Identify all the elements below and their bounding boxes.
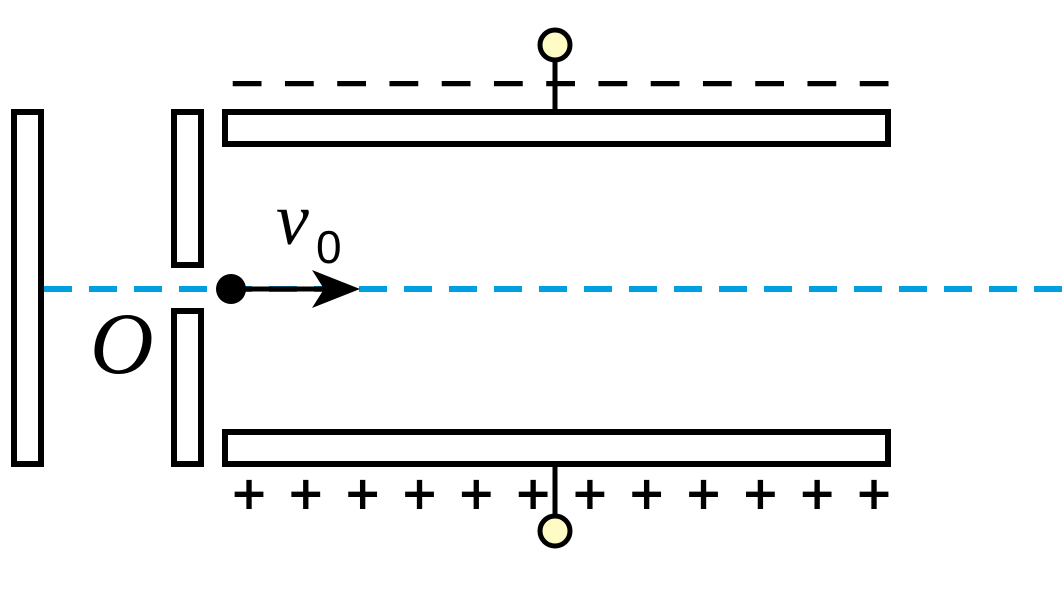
positive-charge-symbol: + bbox=[798, 466, 837, 520]
top-negative-charges: −−−−−−−−−−−−− bbox=[228, 55, 894, 109]
top-terminal-circle bbox=[537, 27, 573, 63]
bottom-capacitor-plate bbox=[222, 429, 891, 467]
negative-charge-symbol: − bbox=[280, 55, 319, 109]
positive-charge-symbol: + bbox=[287, 466, 326, 520]
negative-charge-symbol: − bbox=[385, 55, 424, 109]
top-capacitor-plate bbox=[222, 109, 891, 147]
negative-charge-symbol: − bbox=[750, 55, 789, 109]
negative-charge-symbol: − bbox=[541, 55, 580, 109]
positive-charge-symbol: + bbox=[230, 466, 269, 520]
negative-charge-symbol: − bbox=[698, 55, 737, 109]
bottom-terminal-circle bbox=[537, 513, 573, 549]
negative-charge-symbol: − bbox=[489, 55, 528, 109]
positive-charge-symbol: + bbox=[514, 466, 553, 520]
negative-charge-symbol: − bbox=[803, 55, 842, 109]
slit-lower-plate bbox=[171, 308, 204, 467]
positive-charge-symbol: + bbox=[571, 466, 610, 520]
negative-charge-symbol: − bbox=[228, 55, 267, 109]
velocity-label: v bbox=[276, 179, 309, 261]
negative-charge-symbol: − bbox=[437, 55, 476, 109]
negative-charge-symbol: − bbox=[332, 55, 371, 109]
left-screen-plate bbox=[11, 109, 44, 467]
bottom-positive-charges: + + + + + + + + + + + + bbox=[230, 466, 894, 520]
negative-charge-symbol: − bbox=[594, 55, 633, 109]
velocity-label-subscript: 0 bbox=[316, 221, 342, 273]
negative-charge-symbol: − bbox=[646, 55, 685, 109]
velocity-arrow-head bbox=[312, 270, 360, 308]
positive-charge-symbol: + bbox=[627, 466, 666, 520]
positive-charge-symbol: + bbox=[400, 466, 439, 520]
positive-charge-symbol: + bbox=[684, 466, 723, 520]
origin-label: O bbox=[90, 296, 154, 393]
positive-charge-symbol: + bbox=[343, 466, 382, 520]
slit-upper-plate bbox=[171, 109, 204, 268]
positive-charge-symbol: + bbox=[457, 466, 496, 520]
positive-charge-symbol: + bbox=[741, 466, 780, 520]
positive-charge-symbol: + bbox=[855, 466, 894, 520]
negative-charge-symbol: − bbox=[855, 55, 894, 109]
